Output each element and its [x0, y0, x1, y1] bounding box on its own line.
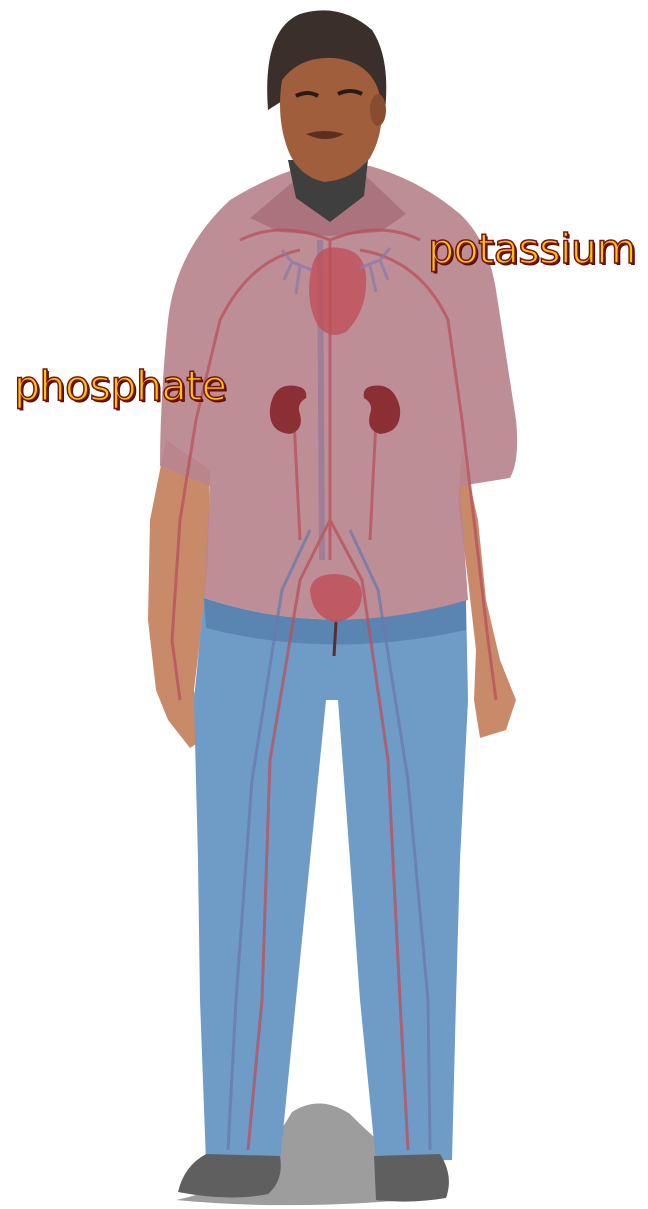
- potassium-label: potassium: [428, 229, 636, 270]
- left-shoe: [178, 1154, 281, 1198]
- ear: [370, 94, 386, 126]
- phosphate-label: phosphate: [14, 366, 226, 407]
- right-shoe: [374, 1154, 449, 1202]
- jeans: [194, 598, 468, 1162]
- urethra: [334, 622, 336, 656]
